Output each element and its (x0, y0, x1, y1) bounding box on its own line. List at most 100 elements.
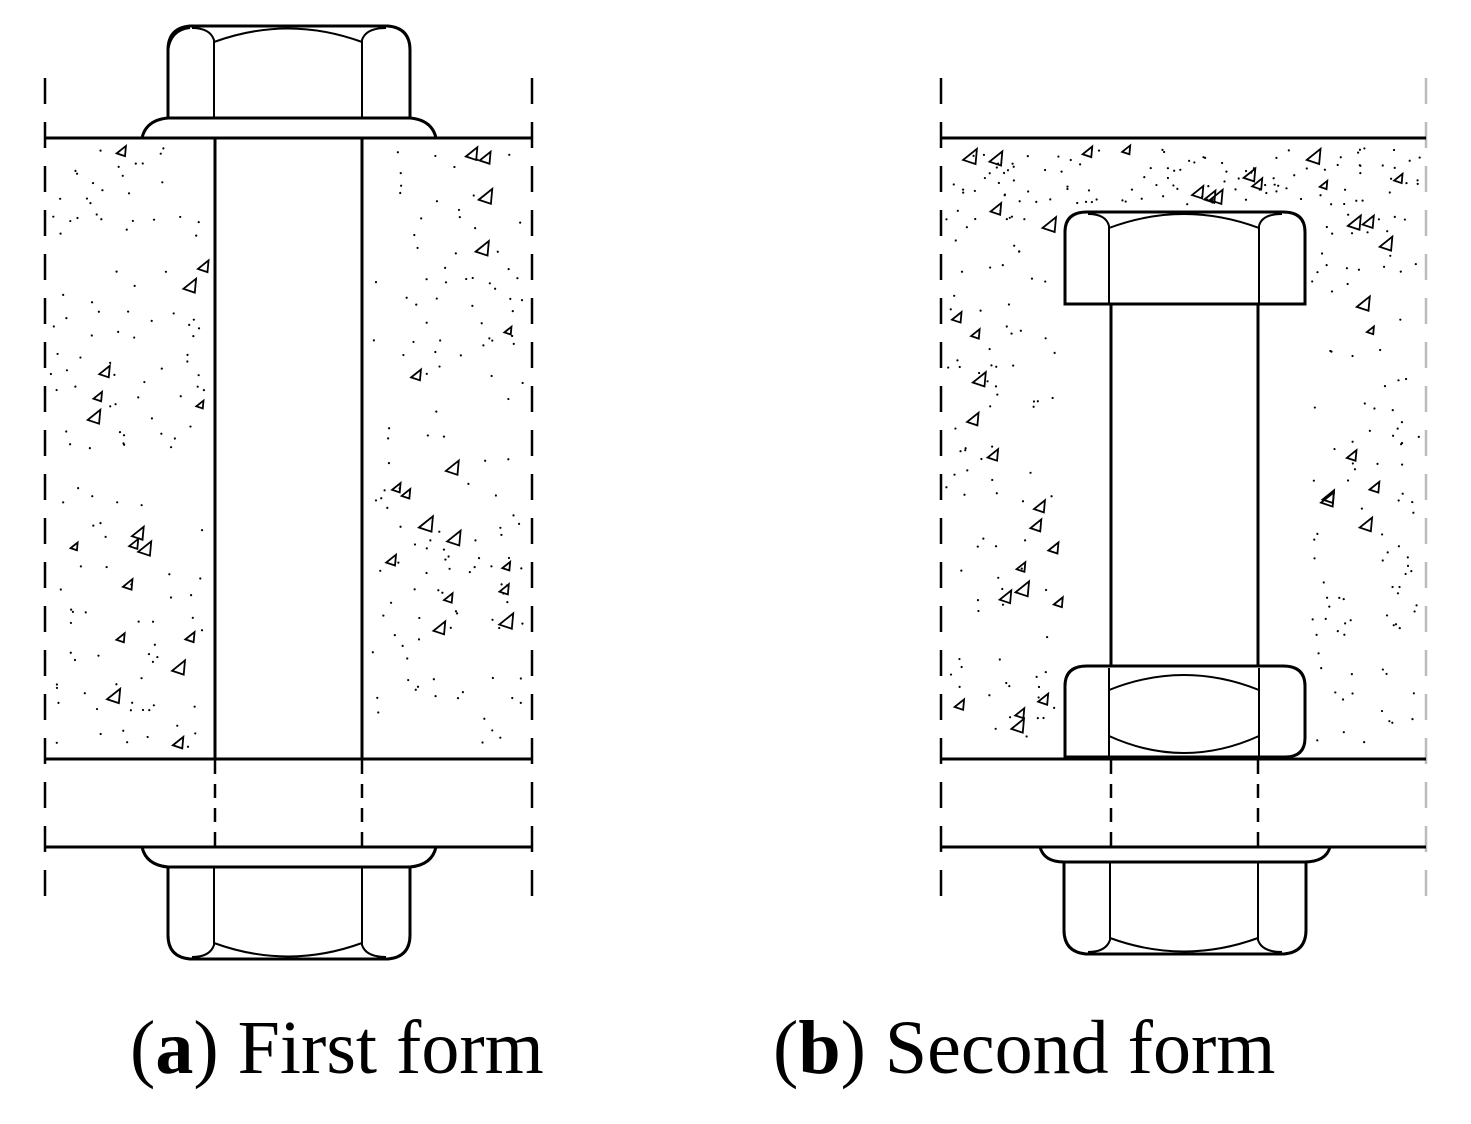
aggregate-dot (1201, 195, 1204, 198)
aggregate-dot (1351, 692, 1354, 695)
aggregate-dot (482, 344, 485, 347)
aggregate-dot (1350, 673, 1353, 676)
aggregate-dot (1358, 148, 1362, 151)
aggregate-triangle (1036, 691, 1050, 706)
aggregate-dot (456, 697, 460, 700)
aggregate-dot (79, 356, 82, 359)
aggregate-dot (56, 352, 59, 356)
aggregate-dot (418, 616, 421, 620)
aggregate-dot (1412, 511, 1415, 514)
aggregate-dot (413, 588, 416, 591)
aggregate-dot (90, 301, 94, 304)
aggregate-dot (1350, 232, 1354, 235)
aggregate-dot (1406, 564, 1410, 567)
aggregate-dot (520, 567, 523, 570)
aggregate-dot (402, 353, 405, 357)
aggregate-dot (1211, 201, 1214, 204)
aggregate-dot (109, 405, 112, 408)
aggregate-dot (131, 219, 134, 223)
aggregate-triangle (1377, 234, 1394, 252)
aggregate-dot (1002, 171, 1006, 175)
aggregate-triangle (997, 588, 1013, 605)
aggregate-dot (1383, 385, 1387, 388)
aggregate-dot (1012, 364, 1015, 367)
aggregate-dot (1338, 596, 1341, 599)
aggregate-dot (76, 216, 79, 220)
aggregate-dot (1037, 696, 1040, 699)
aggregate-dot (55, 686, 59, 690)
aggregate-dot (69, 621, 73, 625)
aggregate-dot (161, 181, 164, 184)
aggregate-dot (448, 567, 451, 570)
aggregate-dot (133, 284, 136, 288)
panel-b-bolt-nut (1038, 845, 1332, 956)
aggregate-dot (499, 526, 502, 529)
aggregate-dot (1330, 203, 1333, 206)
aggregate-dot (508, 153, 511, 156)
aggregate-dot (1027, 190, 1030, 193)
aggregate-dot (1036, 717, 1039, 720)
aggregate-dot (55, 683, 58, 686)
aggregate-dot (1097, 149, 1101, 152)
aggregate-dot (114, 403, 117, 406)
aggregate-dot (1346, 282, 1349, 286)
aggregate-dot (95, 213, 98, 216)
aggregate-dot (500, 583, 503, 586)
aggregate-dot (1186, 203, 1189, 206)
aggregate-triangle (1365, 324, 1375, 336)
aggregate-dot (126, 741, 129, 744)
caption-b-label: Second form (884, 1006, 1276, 1090)
aggregate-dot (382, 614, 385, 617)
aggregate-dot (438, 530, 441, 533)
aggregate-dot (1001, 264, 1004, 267)
aggregate-dot (406, 657, 409, 660)
aggregate-dot (511, 696, 514, 700)
aggregate-dot (1011, 162, 1014, 165)
aggregate-dot (1343, 202, 1346, 206)
aggregate-triangle (477, 149, 492, 165)
aggregate-dot (169, 446, 173, 449)
aggregate-dot (186, 353, 189, 357)
panel-b-second-form (939, 78, 1428, 956)
aggregate-dot (1044, 280, 1047, 283)
aggregate-dot (113, 373, 116, 376)
aggregate-dot (1053, 351, 1056, 354)
aggregate-dot (434, 154, 437, 158)
aggregate-dot (1381, 533, 1384, 536)
aggregate-dot (1037, 685, 1041, 689)
aggregate-dot (1007, 303, 1011, 306)
aggregate-triangle (68, 540, 79, 552)
aggregate-dot (374, 281, 378, 284)
aggregate-dot (488, 337, 491, 340)
aggregate-dot (472, 194, 475, 197)
aggregate-dot (444, 558, 447, 561)
aggregate-dot (1392, 624, 1395, 627)
aggregate-dot (1001, 587, 1004, 591)
aggregate-dot (1250, 171, 1253, 174)
aggregate-dot (1361, 199, 1364, 202)
aggregate-dot (377, 711, 380, 714)
aggregate-dot (137, 396, 140, 399)
aggregate-triangle (987, 149, 1004, 167)
aggregate-dot (1328, 605, 1331, 608)
aggregate-dot (141, 708, 145, 712)
aggregate-dot (85, 197, 89, 200)
aggregate-dot (1176, 187, 1179, 191)
aggregate-triangle (473, 239, 490, 257)
aggregate-dot (1021, 500, 1025, 503)
aggregate-dot (502, 592, 505, 595)
aggregate-dot (1066, 187, 1069, 191)
aggregate-dot (1403, 218, 1407, 221)
aggregate-dot (134, 162, 137, 165)
aggregate-dot (1244, 198, 1248, 201)
aggregate-dot (989, 266, 992, 269)
aggregate-triangle (476, 186, 494, 206)
aggregate-dot (976, 545, 979, 548)
aggregate-dot (505, 584, 509, 587)
aggregate-dot (1382, 265, 1386, 268)
aggregate-triangle (1392, 171, 1404, 185)
aggregate-dot (507, 458, 510, 461)
panel-a-bolt-nut (140, 845, 438, 961)
aggregate-dot (414, 688, 417, 691)
aggregate-dot (146, 735, 149, 739)
